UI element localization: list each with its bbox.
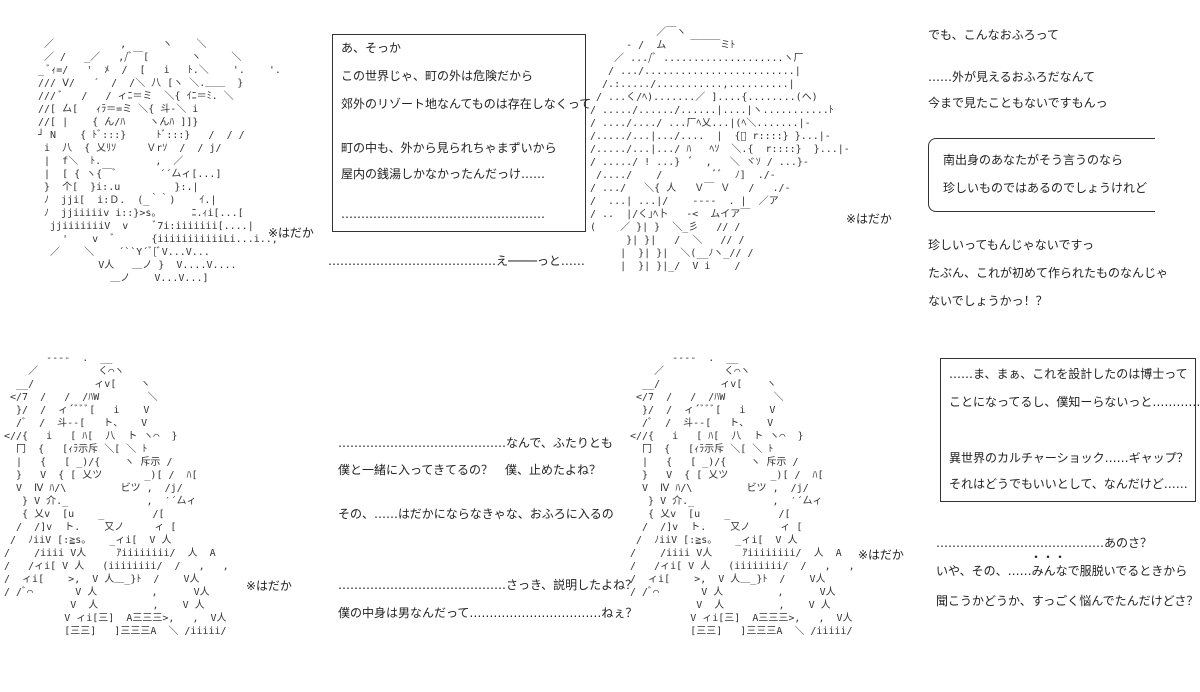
note-naked-top-left: ※はだか	[268, 226, 314, 240]
dialog-box-bottom: ……ま、まぁ、これを設計したのは博士って ことになってるし、僕知ーらないっと………	[940, 358, 1200, 502]
speech-line: たぶん、これが初めて作られたものなんじゃ	[928, 266, 1169, 280]
speech-line: ……………………………………なんで、ふたりとも	[338, 436, 613, 450]
note-naked-bottom-left: ※はだか	[246, 579, 292, 593]
dialog-line: この世界じゃ、町の外は危険だから	[341, 69, 534, 83]
dialog-line: ……………………………………………	[341, 207, 545, 221]
dialog-line: あ、そっか	[341, 41, 402, 55]
dialog-line: ことになってるし、僕知ーらないっと…………	[949, 395, 1200, 409]
bubble-line: 南出身のあなたがそう言うのなら	[943, 153, 1124, 167]
speech-line: ……外が見えるおふろだなんて	[928, 70, 1096, 84]
speech-line: 僕の中身は男なんだって……………………………ねぇ？	[338, 606, 638, 620]
dialog-line: 屋内の銭湯しかなかったんだっけ……	[341, 167, 546, 181]
note-naked-bottom-right: ※はだか	[858, 548, 904, 562]
dialog-box-top: あ、そっか この世界じゃ、町の外は危険だから 郊外のリゾート地なんてものは存在し…	[332, 34, 591, 232]
hesitation-text: ……………………………………え────っと……	[328, 254, 585, 268]
speech-line: でも、こんなおふろって	[928, 28, 1060, 42]
art-top-left: ／ , ヽ ＼ ／ / _／ ,/ﾞ￣[ ヽ ＼ _ ﾞｨ=/ ' ﾒ / [ …	[38, 39, 281, 284]
dialog-line: 郊外のリゾート地なんてものは存在しなくって	[341, 97, 592, 111]
note-naked-top-middle: ※はだか	[846, 212, 892, 226]
ellipsis-dots: ・・・	[1030, 550, 1067, 564]
dialog-line: 町の中も、外から見られちゃまずいから	[341, 141, 557, 155]
speech-line: その、……はだかにならなきゃな、おふろに入るの	[338, 507, 614, 521]
speech-bubble: 南出身のあなたがそう言うのなら 珍しいものではあるのでしょうけれど	[928, 138, 1155, 212]
speech-line: ……………………………………さっき、説明したよね？	[338, 578, 638, 592]
speech-line: 聞こうかどうか、すっごく悩んでたんだけどさ？	[936, 594, 1199, 608]
speech-line: 僕と一緒に入ってきてるの？ 僕、止めたよね？	[338, 463, 602, 477]
dialog-line: それはどうでもいいとして、なんだけど……	[949, 477, 1188, 491]
art-bottom-left: -‐‐- . __ ／ く⌒ヽ __/ ィv[ ヽ </7 / / /ﾊW ＼ …	[4, 353, 229, 637]
speech-line: 珍しいってもんじゃないですっ	[928, 238, 1094, 252]
speech-line: いや、その、……みんなで服脱いでるときから	[936, 564, 1188, 578]
bubble-line: 珍しいものではあるのでしょうけれど	[943, 181, 1148, 195]
art-top-middle: ／￣ヽ ‐ / ム ￣￣￣ミﾄ ／ .../ﾞ ................…	[590, 27, 850, 272]
dialog-line: ……ま、まぁ、これを設計したのは博士って	[949, 367, 1188, 381]
speech-line: ないでしょうかっ！？	[928, 294, 1048, 308]
art-bottom-right: -‐‐- . __ ／ く⌒ヽ __/ ィv[ ヽ </7 / / /ﾊW ＼ …	[630, 353, 855, 637]
speech-line: 今まで見たこともないですもんっ	[928, 96, 1108, 110]
dialog-line: 異世界のカルチャーショック……ギャップ？	[949, 451, 1189, 465]
speech-line: ……………………………………あのさ？	[936, 536, 1153, 550]
